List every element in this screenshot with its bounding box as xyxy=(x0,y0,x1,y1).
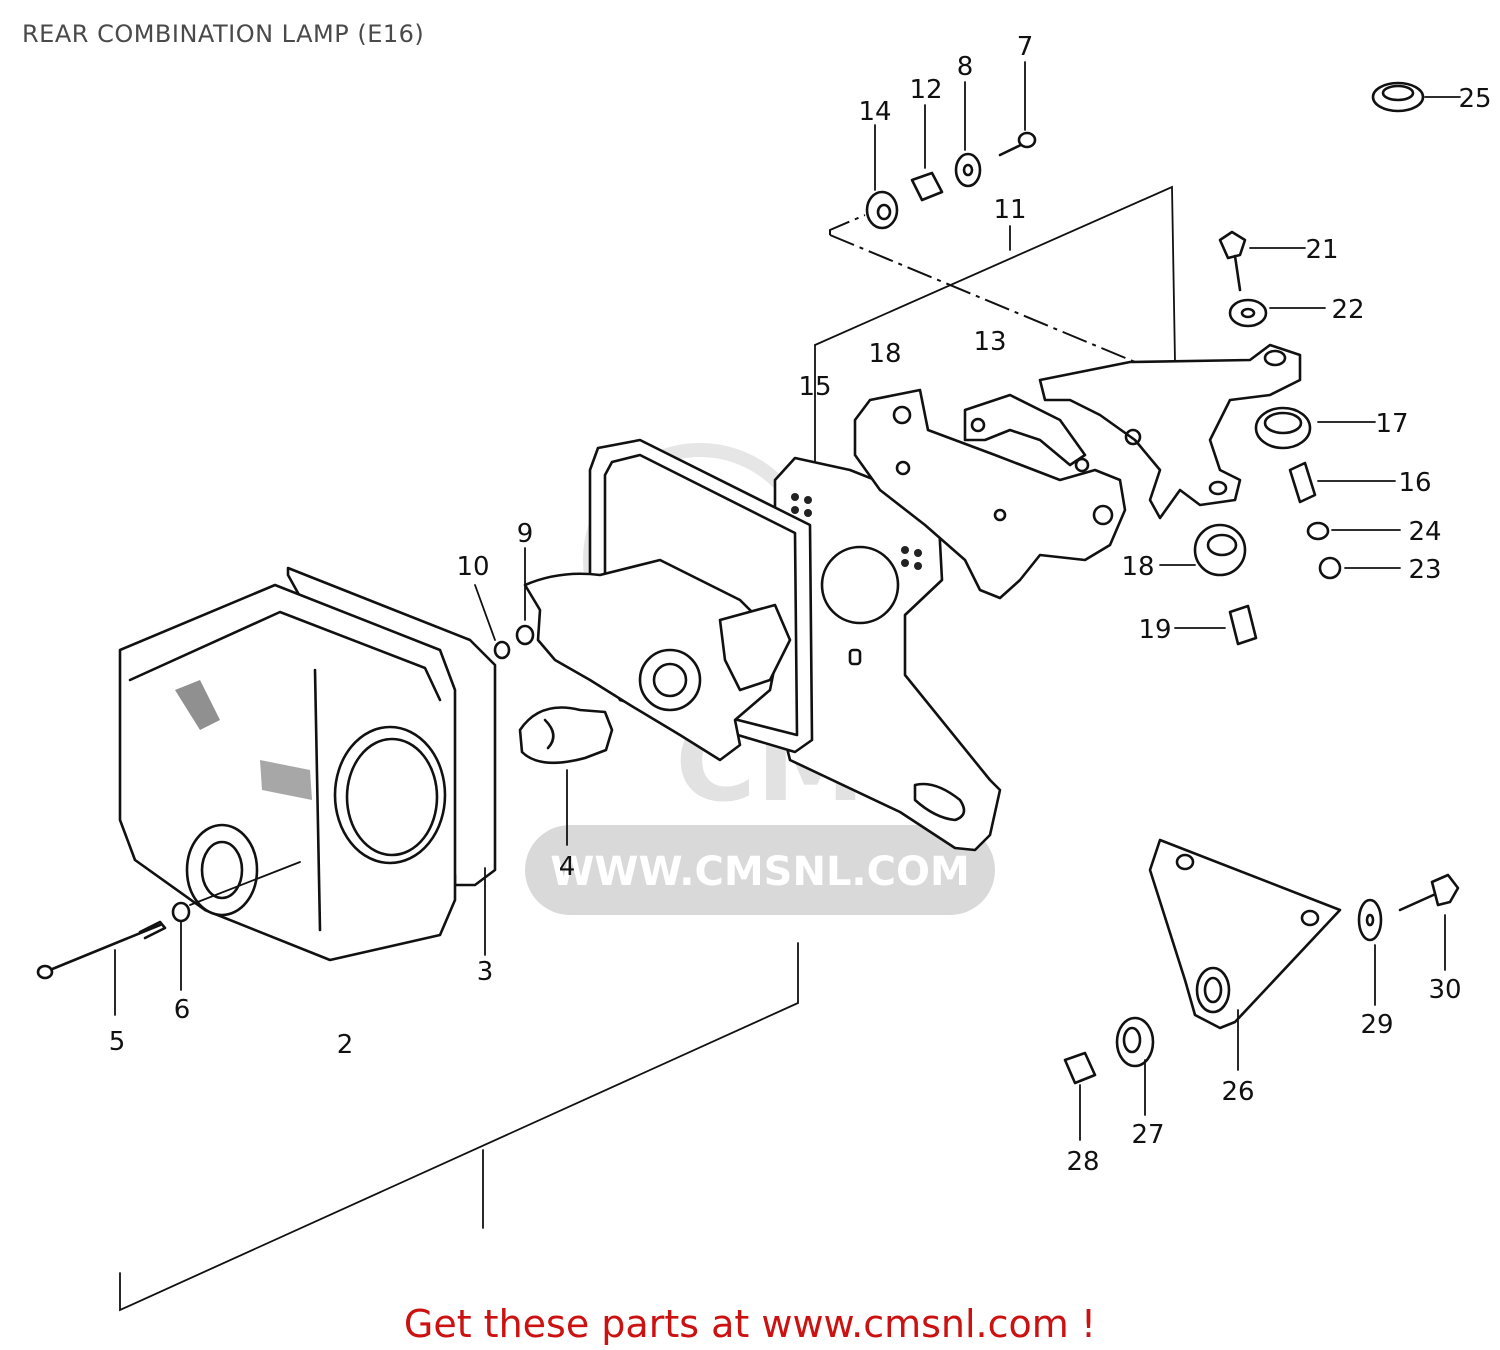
collar-28 xyxy=(1063,1051,1097,1141)
bolt-21 xyxy=(1218,230,1306,292)
bolt-30 xyxy=(1398,873,1460,971)
bracket-26 xyxy=(1148,838,1342,1071)
grommet-14 xyxy=(865,124,899,230)
assembly-bracket-bottom xyxy=(119,942,799,1312)
part-label-3: 3 xyxy=(477,957,494,987)
part-label-10: 10 xyxy=(456,552,489,582)
washer-22 xyxy=(1228,298,1326,328)
part-label-8: 8 xyxy=(957,52,974,82)
part-label-19: 19 xyxy=(1138,615,1171,645)
part-label-27: 27 xyxy=(1131,1120,1164,1150)
part-label-23: 23 xyxy=(1408,555,1441,585)
washer-6 xyxy=(171,901,191,991)
page-title: REAR COMBINATION LAMP (E16) xyxy=(22,20,425,48)
washer-29 xyxy=(1357,898,1383,1006)
part-label-12: 12 xyxy=(909,75,942,105)
part-label-15: 15 xyxy=(798,372,831,402)
part-label-21: 21 xyxy=(1305,235,1338,265)
collar-16 xyxy=(1288,461,1396,504)
nut-23 xyxy=(1318,556,1401,580)
watermark-url: WWW.CMSNL.COM xyxy=(550,849,970,895)
part-label-29: 29 xyxy=(1360,1010,1393,1040)
part-label-7: 7 xyxy=(1017,32,1034,62)
part-label-30: 30 xyxy=(1428,975,1461,1005)
part-labels: 2 3 4 5 6 7 8 9 10 11 12 13 14 15 16 17 … xyxy=(109,32,1492,1177)
part-label-13: 13 xyxy=(973,327,1006,357)
grommet-27 xyxy=(1115,1016,1155,1116)
part-label-18a: 18 xyxy=(868,339,901,369)
part-label-28: 28 xyxy=(1066,1147,1099,1177)
part-label-26: 26 xyxy=(1221,1077,1254,1107)
collar-19 xyxy=(1174,604,1258,646)
nut-9 xyxy=(515,547,535,646)
bulb-4 xyxy=(518,706,614,846)
grommet-17 xyxy=(1254,406,1376,450)
upper-bracket-13 xyxy=(853,343,1302,600)
grommet-18b xyxy=(1159,523,1247,577)
screw-7 xyxy=(998,61,1037,157)
washer-8 xyxy=(954,81,982,188)
part-label-2: 2 xyxy=(337,1030,354,1060)
screw-5 xyxy=(36,861,301,1016)
part-label-24: 24 xyxy=(1408,517,1441,547)
part-label-16: 16 xyxy=(1398,468,1431,498)
footer-link[interactable]: Get these parts at www.cmsnl.com ! xyxy=(403,1302,1097,1346)
bulb-socket-housing xyxy=(523,438,814,762)
washer-24 xyxy=(1306,521,1401,541)
lamp-lens-2 xyxy=(118,566,497,962)
part-label-18b: 18 xyxy=(1121,552,1154,582)
assembly-bracket-11 xyxy=(814,185,1176,466)
part-label-5: 5 xyxy=(109,1027,126,1057)
grommet-25 xyxy=(1371,81,1461,113)
collar-12 xyxy=(910,104,944,202)
part-label-25: 25 xyxy=(1458,84,1491,114)
part-label-6: 6 xyxy=(174,995,191,1025)
nut-10 xyxy=(474,584,511,660)
part-label-4: 4 xyxy=(559,852,576,882)
part-label-11: 11 xyxy=(993,195,1026,225)
part-label-14: 14 xyxy=(858,97,891,127)
part-label-9: 9 xyxy=(517,519,534,549)
part-label-22: 22 xyxy=(1331,295,1364,325)
part-label-17: 17 xyxy=(1375,409,1408,439)
